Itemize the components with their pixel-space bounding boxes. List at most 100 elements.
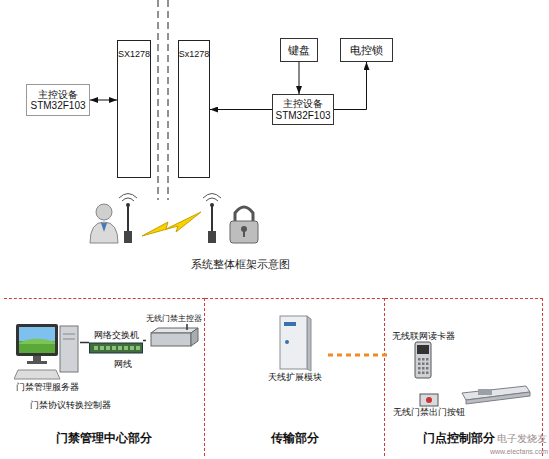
- graphic-polygon: [151, 328, 198, 333]
- graphic-polygon: [14, 370, 60, 379]
- graphic-circle: [96, 204, 112, 220]
- graphic-rect: [478, 389, 492, 395]
- graphic-rect: [130, 346, 134, 350]
- graphic-rect: [415, 342, 431, 378]
- connector: [90, 100, 117, 101]
- reader-device: 无线联网读卡器: [388, 327, 458, 383]
- antenna-icon: [119, 194, 137, 244]
- graphic-rect: [112, 346, 116, 350]
- section-title: 门禁管理中心部分: [4, 432, 204, 446]
- switch-device: 网络交换机: [89, 328, 143, 357]
- graphic-rect: [230, 221, 258, 243]
- switch-device-picture: [89, 341, 143, 355]
- connector: [80, 342, 89, 344]
- antenna-icon: [203, 194, 221, 244]
- controller-box: 主控设备 STM32F103: [272, 94, 334, 125]
- section-band: 门点控制部分 无线联网读卡器无线门禁出门按钮: [385, 298, 543, 456]
- text-label: 网线: [114, 359, 132, 369]
- graphic-rect: [208, 231, 216, 243]
- graphic-path: [101, 223, 107, 232]
- graphic-rect: [124, 231, 132, 243]
- section-band: 传输部分 天线扩展模块: [205, 298, 385, 456]
- button-device-picture: [417, 392, 441, 408]
- node-label: 无线门禁出门按钮: [393, 408, 465, 418]
- graphic-rect: [124, 346, 128, 350]
- node-label: 门禁管理服务器: [16, 382, 79, 392]
- graphic-circle: [126, 203, 130, 207]
- graphic-rect: [418, 363, 421, 366]
- text-label: www.elecfans.com: [490, 448, 548, 456]
- door-lock-device: [462, 386, 530, 404]
- connector: [143, 340, 146, 342]
- node-label: 天线扩展模块: [268, 372, 322, 382]
- reader-device-picture: [411, 341, 435, 379]
- graphic-rect: [418, 358, 421, 361]
- airgap-line: [158, 0, 159, 200]
- graphic-rect: [243, 230, 245, 237]
- graphic-rect: [417, 345, 429, 354]
- node-label: 主控设备 STM32F103: [28, 89, 88, 112]
- node-label: 键盘: [288, 44, 310, 57]
- lightning-symbol: [142, 212, 201, 236]
- node-label: 主控设备 STM32F103: [274, 98, 332, 121]
- graphic-rect: [16, 324, 58, 356]
- section-band: 门禁管理中心部分 门禁管理服务器 网络交换机无线门禁主控器: [4, 298, 205, 456]
- section-title: 门点控制部分: [423, 432, 495, 446]
- graphic-rect: [422, 363, 425, 366]
- graphic-rect: [422, 367, 425, 370]
- person-icon: [90, 204, 118, 243]
- graphic-path: [235, 207, 253, 222]
- graphic-rect: [422, 372, 425, 375]
- graphic-circle: [210, 203, 214, 207]
- graphic-rect: [422, 358, 425, 361]
- radio-module: Sx1278: [178, 40, 210, 178]
- graphic-circle: [426, 397, 432, 403]
- graphic-rect: [60, 326, 78, 372]
- connector: [334, 62, 367, 110]
- server-device: 门禁管理服务器: [14, 319, 80, 395]
- graphic-polygon: [466, 392, 530, 404]
- controller-device: 无线门禁主控器: [146, 309, 202, 353]
- graphic-rect: [118, 346, 122, 350]
- graphic-rect: [420, 394, 438, 406]
- graphic-rect: [106, 346, 110, 350]
- graphic-rect: [426, 363, 429, 366]
- connector: [210, 109, 272, 110]
- controller-device-picture: [149, 324, 199, 348]
- server-device-picture: [14, 322, 80, 382]
- airgap-line: [168, 0, 169, 200]
- graphic-polygon: [307, 316, 311, 371]
- graphic-line: [211, 206, 213, 231]
- graphic-line: [63, 333, 75, 334]
- connector: [299, 62, 300, 94]
- graphic-path: [90, 222, 118, 243]
- node-label: 网络交换机: [94, 330, 139, 340]
- graphic-rect: [94, 346, 98, 350]
- graphic-rect: [151, 333, 191, 346]
- text-label: 电子发烧友: [497, 433, 547, 445]
- section-title: 传输部分: [205, 432, 384, 446]
- lock-icon: [230, 207, 258, 243]
- button-device: 无线门禁出门按钮: [392, 389, 466, 421]
- node-label: 无线联网读卡器: [392, 331, 455, 341]
- graphic-path: [206, 198, 218, 201]
- graphic-rect: [27, 361, 47, 364]
- graphic-path: [119, 194, 137, 199]
- antenna-device: 天线扩展模块: [262, 309, 328, 387]
- connector: [328, 354, 388, 357]
- graphic-path: [203, 194, 221, 199]
- graphic-line: [63, 338, 75, 339]
- graphic-path: [19, 339, 55, 344]
- graphic-rect: [418, 372, 421, 375]
- output-box: 电控锁: [340, 38, 393, 62]
- graphic-rect: [90, 343, 143, 353]
- graphic-line: [186, 324, 188, 330]
- node-label: 无线门禁主控器: [146, 314, 202, 323]
- graphic-rect: [280, 316, 307, 369]
- figure-caption: 系统整体框架示意图: [160, 258, 320, 271]
- controller-box: 主控设备 STM32F103: [26, 84, 90, 116]
- node-label: 电控锁: [350, 44, 383, 57]
